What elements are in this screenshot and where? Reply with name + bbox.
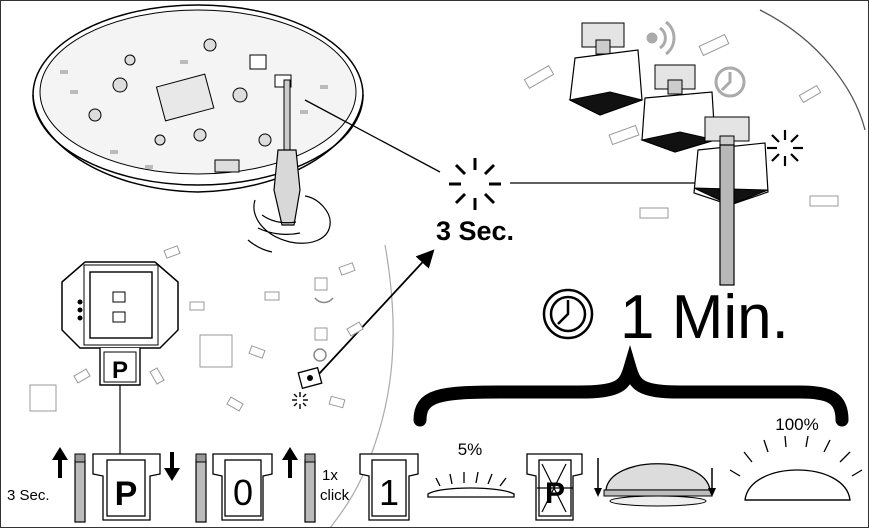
test-rod: [720, 145, 734, 285]
step3-key-label: 1: [379, 472, 399, 513]
timer-icon-small: [716, 68, 744, 96]
step1-key-label: P: [115, 475, 138, 513]
hold-time-label: 3 Sec.: [436, 216, 514, 246]
click-count-label: 1x: [322, 467, 338, 484]
step3-rod: [305, 460, 315, 522]
button-flash-icon: [292, 392, 308, 409]
flashing-key-label: P: [545, 477, 565, 510]
module-p-key: P: [112, 357, 128, 384]
click-label: click: [320, 487, 350, 504]
arrow-to-flash: [318, 252, 432, 375]
step1-rod: [75, 460, 85, 522]
full-lamp-icon: [730, 436, 862, 500]
step2-down-arrow: [164, 452, 180, 481]
step2-rod: [196, 460, 206, 522]
lamp-head-2: [642, 65, 715, 152]
step1-up-arrow: [52, 447, 68, 478]
timer-icon: [544, 290, 592, 338]
lamp-head-1: [570, 23, 642, 115]
step1-hold-label: 3 Sec.: [7, 487, 50, 504]
ceiling-arc: [760, 10, 865, 130]
detector-base-plate: [33, 5, 363, 192]
dim-level-label: 5%: [458, 440, 483, 459]
sensor-wave-icon: [648, 22, 674, 54]
full-level-label: 100%: [775, 415, 818, 434]
duration-label: 1 Min.: [620, 283, 789, 352]
brace: [420, 368, 842, 420]
dim-lamp-icon: [428, 472, 514, 497]
step2-key-label: 0: [233, 472, 253, 513]
step3-up-arrow: [282, 447, 298, 478]
lowered-lamp: [594, 458, 716, 506]
flash-icon: [449, 158, 501, 210]
lamp-flash-icon: [767, 130, 803, 166]
